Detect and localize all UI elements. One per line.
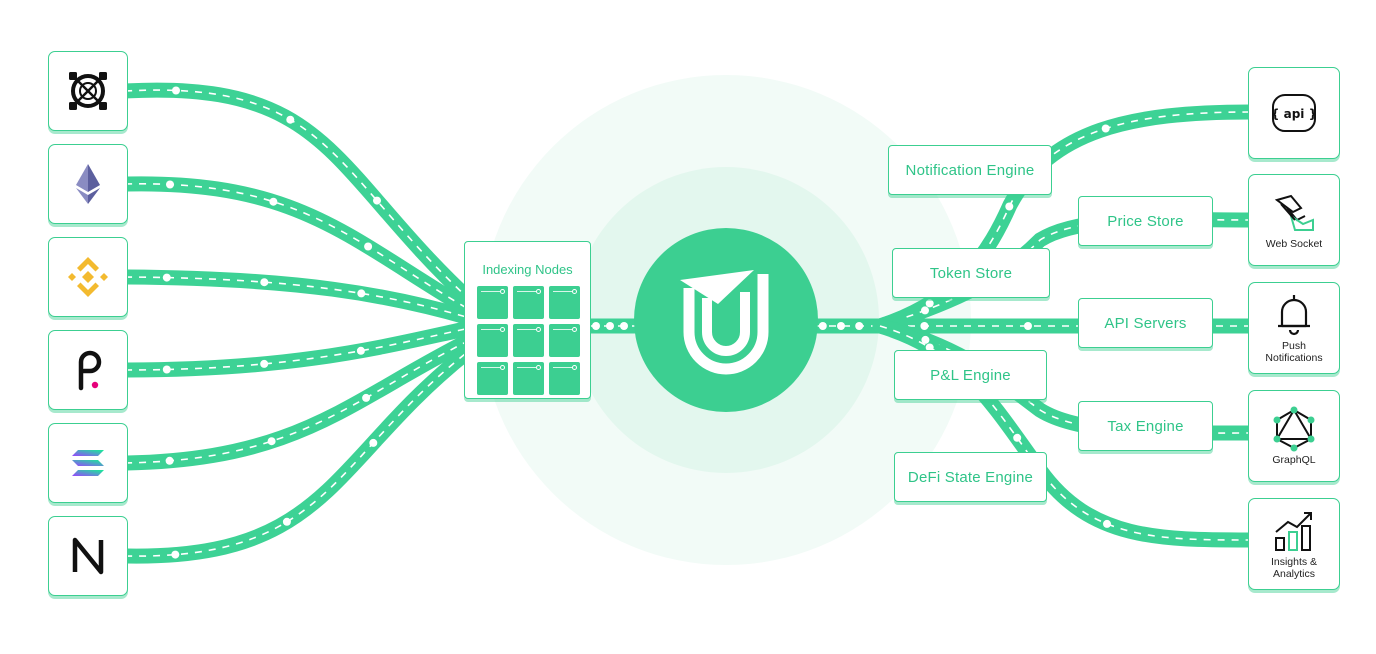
indexing-nodes-title: Indexing Nodes xyxy=(482,262,573,277)
flow-dot xyxy=(165,456,174,465)
flow-dot xyxy=(592,322,600,330)
flow-line-polkadot xyxy=(117,320,478,378)
flow-line-solana-dashes xyxy=(124,339,471,464)
price-store-label[interactable]: Price Store xyxy=(1078,196,1213,246)
indexing-node xyxy=(513,286,544,319)
flow-line-near-dashes xyxy=(124,349,471,557)
api-icon-text: { api } xyxy=(1271,107,1317,121)
flow-dot xyxy=(356,346,365,355)
graphql-icon xyxy=(1273,406,1315,452)
flow-dot xyxy=(1013,433,1022,442)
near-logo-icon xyxy=(72,537,104,575)
output-insights-analytics[interactable]: Insights & Analytics xyxy=(1248,498,1340,590)
notification-engine-label[interactable]: Notification Engine xyxy=(888,145,1052,195)
flow-dot xyxy=(818,322,827,330)
insights-analytics-label: Insights & Analytics xyxy=(1271,556,1317,580)
tax-engine-label[interactable]: Tax Engine xyxy=(1078,401,1213,451)
flow-dot xyxy=(364,242,373,251)
flow-dot xyxy=(260,278,269,287)
output-api[interactable]: { api } xyxy=(1248,67,1340,159)
flow-dot xyxy=(921,335,930,344)
flow-dot xyxy=(162,273,171,282)
flow-dot xyxy=(362,393,371,402)
push-label-line1: Push xyxy=(1282,340,1306,352)
flow-dot xyxy=(921,306,929,315)
indexing-node xyxy=(549,324,580,357)
flow-dot xyxy=(620,322,628,330)
flow-dot xyxy=(166,180,174,189)
flow-line-elrond xyxy=(117,82,478,308)
flow-line-graphql-dashes xyxy=(879,325,1251,434)
flow-dot xyxy=(1005,202,1014,211)
indexing-node xyxy=(477,362,508,395)
push-label-line2: Notifications xyxy=(1265,352,1323,364)
flow-dot xyxy=(357,289,366,298)
solana-logo-icon xyxy=(72,450,104,476)
flow-dot xyxy=(373,196,381,205)
source-polkadot[interactable] xyxy=(48,330,128,410)
flow-line-binance xyxy=(117,269,478,326)
flow-line-ethereum-dashes xyxy=(124,183,471,311)
binance-logo-icon xyxy=(68,257,108,297)
flow-dot xyxy=(837,322,845,330)
output-graphql[interactable]: GraphQL xyxy=(1248,390,1340,482)
flow-dot xyxy=(1103,519,1111,528)
source-binance[interactable] xyxy=(48,237,128,317)
source-ethereum[interactable] xyxy=(48,144,128,224)
api-icon: { api } xyxy=(1271,94,1317,132)
elrond-logo-icon xyxy=(69,72,107,110)
flow-dot xyxy=(920,322,929,330)
flow-line-web-socket-dashes xyxy=(879,218,1251,327)
push-notifications-label: Push Notifications xyxy=(1265,340,1322,364)
flow-dot xyxy=(925,343,934,352)
graphql-label: GraphQL xyxy=(1272,454,1316,466)
insights-label-line2: Analytics xyxy=(1272,568,1315,580)
indexing-node xyxy=(549,286,580,319)
indexing-node xyxy=(513,362,544,395)
polkadot-logo-icon xyxy=(78,350,102,391)
source-elrond[interactable] xyxy=(48,51,128,131)
web-socket-label: Web Socket xyxy=(1265,238,1323,250)
defi-state-engine-label[interactable]: DeFi State Engine xyxy=(894,452,1047,502)
flow-dot xyxy=(267,437,276,446)
indexing-nodes-grid xyxy=(477,286,581,395)
indexing-node xyxy=(549,362,580,395)
insights-label-line1: Insights & xyxy=(1270,556,1318,568)
flow-dot xyxy=(606,322,614,330)
flow-dot xyxy=(282,517,291,526)
indexing-node xyxy=(477,286,508,319)
bell-icon xyxy=(1278,295,1310,336)
flow-dot xyxy=(925,299,934,308)
flow-dot xyxy=(162,365,171,374)
flow-dot xyxy=(1101,124,1110,133)
flow-dot xyxy=(269,197,278,206)
source-solana[interactable] xyxy=(48,423,128,503)
ethereum-logo-icon xyxy=(76,164,100,204)
flow-dot xyxy=(369,438,378,447)
output-push-notifications[interactable]: Push Notifications xyxy=(1248,282,1340,374)
web-socket-icon xyxy=(1274,194,1314,231)
analytics-chart-icon xyxy=(1275,512,1312,551)
source-near[interactable] xyxy=(48,516,128,596)
token-store-label[interactable]: Token Store xyxy=(892,248,1050,298)
indexing-nodes-panel[interactable]: Indexing Nodes xyxy=(464,241,591,399)
pnl-engine-label[interactable]: P&L Engine xyxy=(894,350,1047,400)
indexing-node xyxy=(513,324,544,357)
indexing-node xyxy=(477,324,508,357)
flow-dot xyxy=(286,115,295,124)
flow-dot xyxy=(260,359,269,368)
flow-line-elrond-dashes xyxy=(124,89,471,301)
flow-dot xyxy=(855,322,864,330)
output-web-socket[interactable]: Web Socket xyxy=(1248,174,1340,266)
flow-dot xyxy=(172,86,180,95)
flow-dot xyxy=(1024,322,1032,330)
api-servers-label[interactable]: API Servers xyxy=(1078,298,1213,348)
flow-dot xyxy=(171,550,180,559)
unmarshal-logo xyxy=(634,228,818,412)
